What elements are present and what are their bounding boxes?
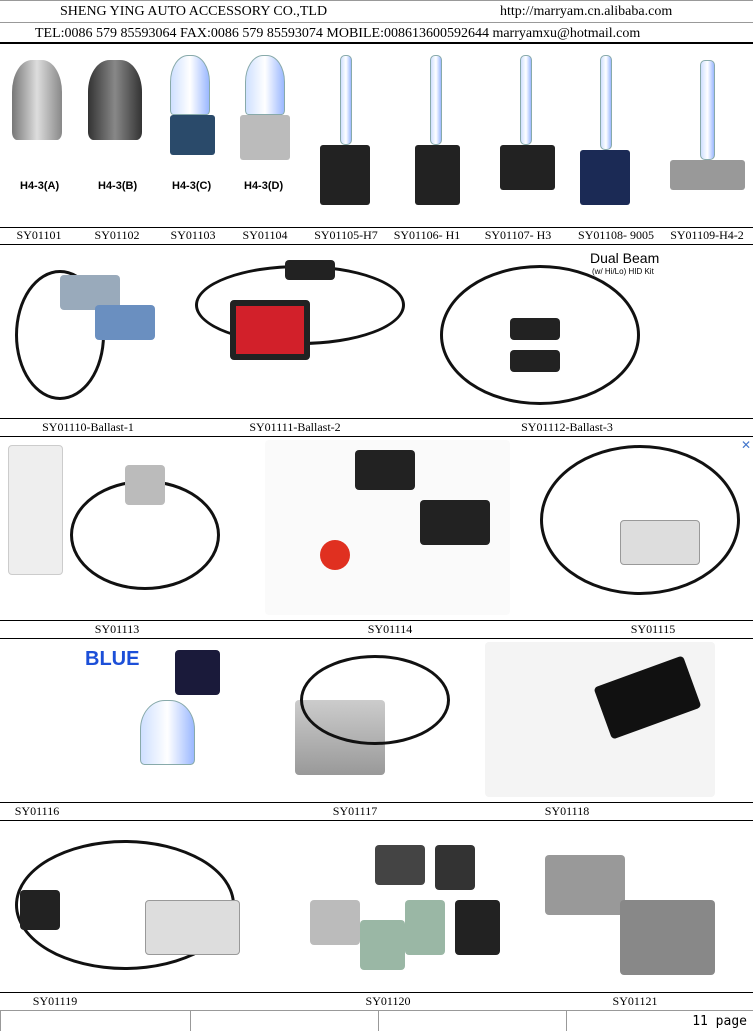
product-image-sy01108 [600,55,612,150]
product-image-sy01102 [88,60,142,140]
ballast-box [125,465,165,505]
product-label: SY01105-H7 [314,228,378,242]
product-image-sy01107 [520,55,532,145]
bulb-base [170,115,215,155]
ballast-box [420,500,490,545]
ballast-box [510,350,560,372]
bulb-base [240,115,290,160]
product-image-sy01121 [545,855,625,915]
header-row-1: SHENG YING AUTO ACCESSORY CO.,TLD http:/… [0,0,753,22]
product-image-sy01115 [540,445,740,595]
product-label: SY01114 [367,622,413,636]
bulb-base [670,160,745,190]
product-label: SY01104 [242,228,288,242]
product-label: SY01108- 9005 [578,228,654,242]
product-image-sy01112 [440,265,640,405]
dual-beam-title: Dual Beam [590,250,660,266]
product-label: SY01111-Ballast-2 [249,420,341,434]
footer-cell [0,1010,190,1031]
product-label: SY01118 [544,804,590,818]
ballast-box [145,900,240,955]
igniter-box [20,890,60,930]
bulb-base [580,150,630,205]
website-link[interactable]: http://marryam.cn.alibaba.com [500,4,673,19]
page-number: 11 page [566,1010,753,1031]
bulb-caption: H4-3(C) [172,180,212,192]
bulb-caption: H4-3(B) [98,180,138,192]
product-label: SY01102 [94,228,140,242]
product-label: SY01112-Ballast-3 [521,420,613,434]
blue-glow-image [175,650,220,695]
product-image-sy01105 [340,55,352,145]
footer-cell [190,1010,378,1031]
product-label: SY01120 [365,994,411,1008]
footer-cell [378,1010,566,1031]
product-image-sy01116 [140,700,195,765]
product-label: SY01113 [94,622,140,636]
bulb-base [500,145,555,190]
bulb-caption: H4-3(D) [244,180,284,192]
bulb-socket [320,540,350,570]
product-label: SY01107- H3 [484,228,552,242]
blue-label: BLUE [85,648,140,670]
product-image-sy01120 [310,840,500,980]
product-label: SY01103 [170,228,216,242]
ballast-box [620,900,715,975]
contact-info: TEL:0086 579 85593064 FAX:0086 579 85593… [35,26,641,41]
product-label: SY01115 [630,622,676,636]
product-label: SY01119 [32,994,78,1008]
product-image-sy01104 [245,55,285,115]
bulb-base [320,145,370,205]
header-row-2: TEL:0086 579 85593064 FAX:0086 579 85593… [0,22,753,44]
feature-inset [8,445,63,575]
product-label: SY01109-H4-2 [670,228,744,242]
product-label: SY01121 [612,994,658,1008]
ballast-box [620,520,700,565]
ballast-box [510,318,560,340]
product-label: SY01117 [332,804,378,818]
ballast-box [95,305,155,340]
product-label: SY01116 [14,804,60,818]
bulb-base [415,145,460,205]
product-label: SY01101 [16,228,62,242]
product-image-sy01111 [230,300,310,360]
product-image-sy01106 [430,55,442,145]
bulb-caption: H4-3(A) [20,180,60,192]
product-label: SY01106- H1 [393,228,461,242]
igniter-box [285,260,335,280]
product-image-sy01101 [12,60,62,140]
dual-beam-subtitle: (w/ Hi/Lo) HID Kit [592,267,654,276]
wire-harness [300,655,450,745]
company-name: SHENG YING AUTO ACCESSORY CO.,TLD [60,4,328,19]
product-label: SY01110-Ballast-1 [42,420,134,434]
product-image-sy01103 [170,55,210,115]
close-icon[interactable]: ✕ [741,438,752,452]
product-image-sy01109 [700,60,715,160]
product-image-sy01110 [60,275,120,310]
ballast-box [355,450,415,490]
